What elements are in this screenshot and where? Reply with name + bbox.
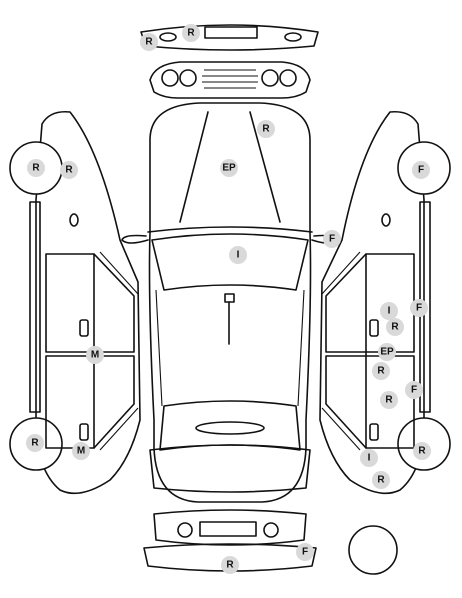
marker-badge	[380, 302, 398, 320]
marker-code: I	[237, 250, 240, 261]
marker-badge	[372, 362, 390, 380]
marker-right-rear-wheel: R	[413, 442, 431, 460]
marker-badge	[380, 391, 398, 409]
marker-front-bumper-r: R	[221, 556, 239, 574]
rear-bumper	[140, 24, 319, 51]
marker-code: R	[377, 366, 385, 377]
marker-badge	[27, 159, 45, 177]
marker-rear-top-2: R	[182, 24, 200, 42]
marker-code: R	[145, 37, 153, 48]
marker-badge	[86, 346, 104, 364]
marker-code: R	[377, 475, 385, 486]
marker-left-front-wheel: R	[26, 434, 44, 452]
marker-code: R	[418, 446, 426, 457]
marker-code: R	[226, 560, 234, 571]
marker-windshield: I	[229, 246, 247, 264]
marker-code: M	[77, 446, 85, 457]
marker-right-side-r3: R	[380, 391, 398, 409]
marker-badge	[257, 120, 275, 138]
marker-code: EP	[222, 163, 236, 174]
marker-right-side-r1: R	[386, 318, 404, 336]
marker-badge	[220, 159, 238, 177]
marker-left-rear-wheel: R	[27, 159, 45, 177]
marker-right-side-f2: F	[405, 381, 423, 399]
marker-right-side-ep: EP	[378, 343, 396, 361]
marker-badge	[72, 442, 90, 460]
marker-roof: EP	[220, 159, 238, 177]
front-bumper	[143, 509, 317, 572]
marker-right-side-i: I	[380, 302, 398, 320]
marker-code: R	[187, 28, 195, 39]
marker-code: M	[91, 350, 99, 361]
marker-code: EP	[380, 347, 394, 358]
marker-code: R	[385, 395, 393, 406]
marker-code: F	[329, 234, 335, 245]
marker-badge	[140, 33, 158, 51]
marker-roof-rear: R	[257, 120, 275, 138]
marker-left-front-door: M	[72, 442, 90, 460]
rear-panel	[149, 61, 311, 99]
marker-badge	[360, 449, 378, 467]
marker-code: F	[302, 547, 308, 558]
marker-code: I	[388, 306, 391, 317]
car-right-side	[319, 110, 451, 495]
marker-code: F	[416, 303, 422, 314]
marker-code: R	[391, 322, 399, 333]
marker-code: R	[32, 163, 40, 174]
marker-code: R	[65, 165, 73, 176]
marker-right-side-r2: R	[372, 362, 390, 380]
marker-code: R	[31, 438, 39, 449]
marker-code: R	[262, 124, 270, 135]
marker-badge	[410, 299, 428, 317]
marker-left-rear-wheel-2: R	[60, 161, 78, 179]
marker-code: F	[418, 165, 424, 176]
legend-circle	[348, 525, 398, 575]
marker-badge	[60, 161, 78, 179]
marker-badge	[296, 543, 314, 561]
marker-mirror-right: F	[323, 230, 341, 248]
marker-badge	[323, 230, 341, 248]
marker-badge	[386, 318, 404, 336]
car-top-view	[121, 102, 337, 503]
marker-badge	[405, 381, 423, 399]
marker-code: F	[411, 385, 417, 396]
marker-right-front-wheel: F	[412, 161, 430, 179]
marker-front-bumper-f: F	[296, 543, 314, 561]
marker-code: I	[368, 453, 371, 464]
marker-badge	[412, 161, 430, 179]
marker-badge	[372, 471, 390, 489]
marker-badge	[221, 556, 239, 574]
marker-badge	[229, 246, 247, 264]
marker-right-side-f1: F	[410, 299, 428, 317]
marker-badge	[378, 343, 396, 361]
marker-badge	[26, 434, 44, 452]
marker-badge	[413, 442, 431, 460]
marker-badge	[182, 24, 200, 42]
marker-right-lower-i: I	[360, 449, 378, 467]
marker-left-side-middle: M	[86, 346, 104, 364]
marker-rear-top-1: R	[140, 33, 158, 51]
marker-right-lower-r: R	[372, 471, 390, 489]
